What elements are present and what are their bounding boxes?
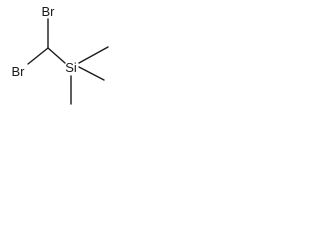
atom-label-br-top: Br <box>42 4 56 19</box>
bond-si-methyl-right <box>78 46 109 64</box>
atom-labels: Br Br Si <box>12 4 77 79</box>
bond-ch-si <box>47 47 66 64</box>
bonds <box>27 18 109 105</box>
chemical-structure-diagram: Br Br Si <box>12 4 109 105</box>
bond-si-methyl-upper-right <box>78 66 105 81</box>
atom-label-si: Si <box>65 60 77 75</box>
bond-ch-br-left <box>27 47 49 65</box>
atom-label-br-left: Br <box>12 64 26 79</box>
